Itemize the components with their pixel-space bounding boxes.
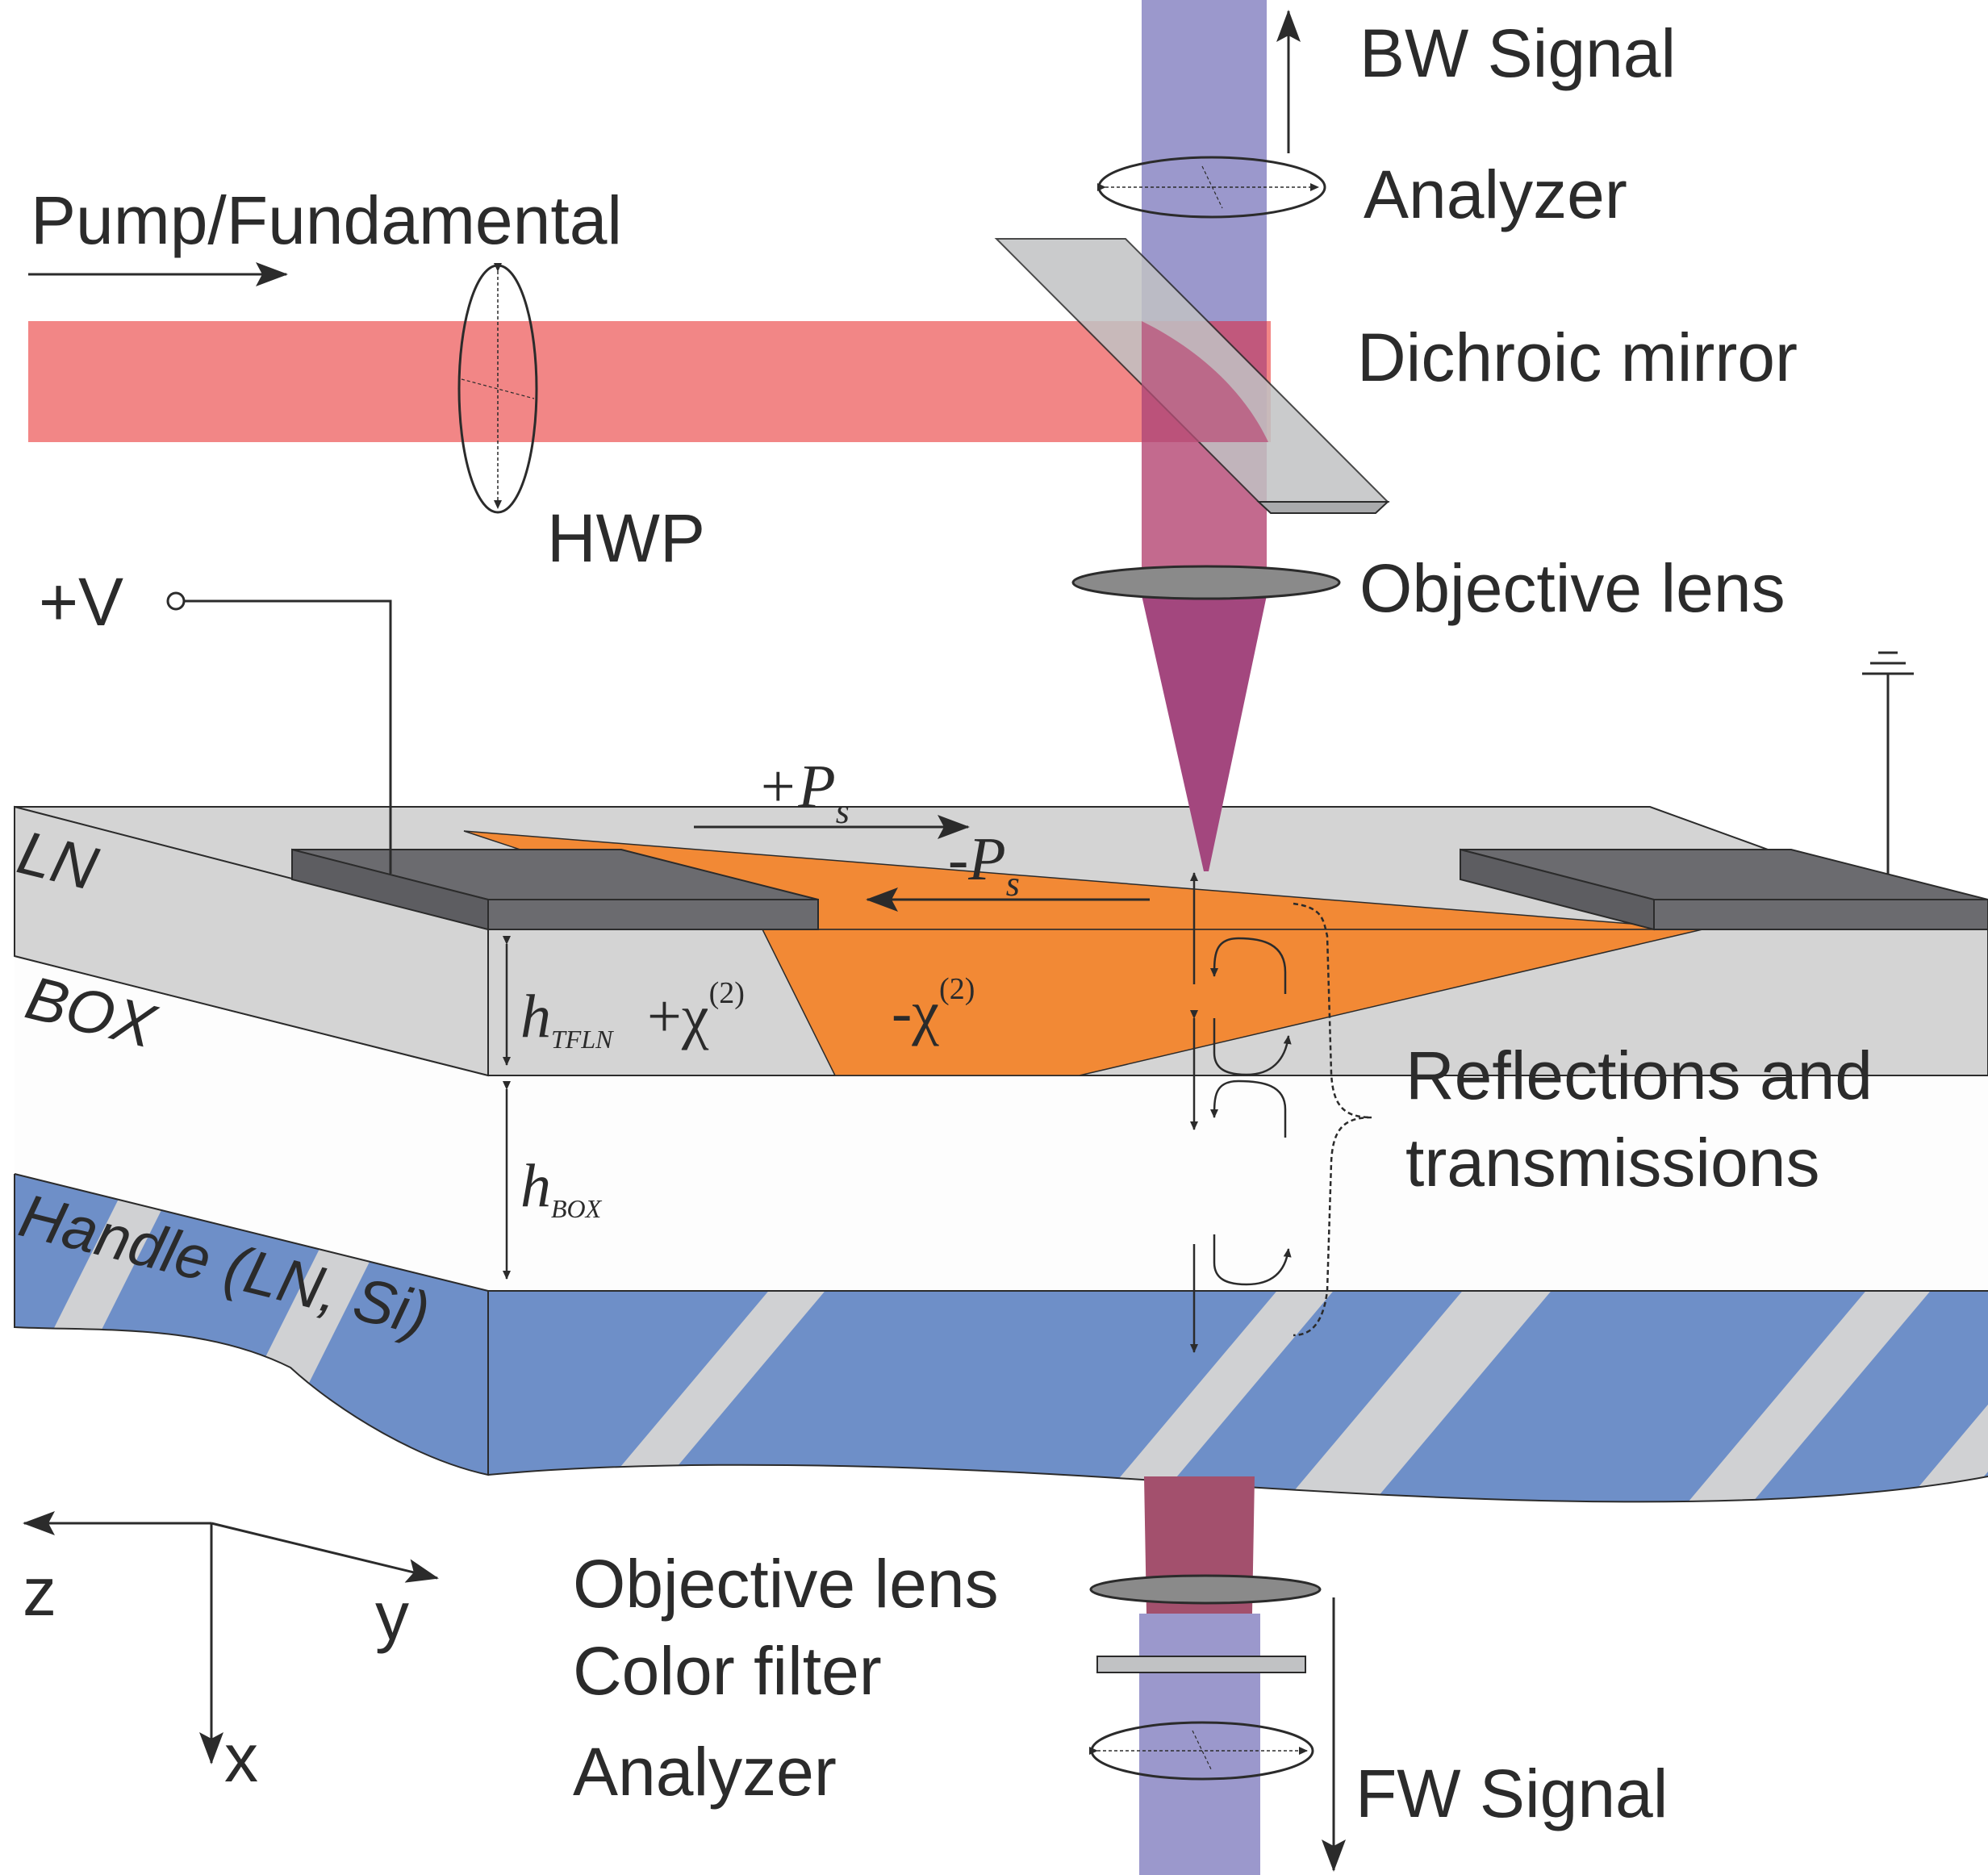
focused-beam [1142,595,1267,871]
handle-stripe [565,1226,879,1502]
handle-layer [14,1174,1988,1503]
axis-y-line [211,1522,439,1583]
dichroic-mirror-front [1256,501,1390,514]
reflections-brace [1293,902,1372,1337]
voltage-label: +V [39,564,123,640]
box-side [15,956,488,1291]
handle-stripes [32,1174,1988,1502]
hwp-element [457,263,538,514]
pump-label: Pump/Fundamental [31,182,622,258]
analyzer-bottom-element [1089,1721,1314,1781]
color-filter-label: Color filter [573,1633,882,1709]
voltage-circuit [166,591,392,874]
color-filter-element [1096,1656,1306,1673]
plus-ps-label: +Ps [757,753,850,831]
coordinate-axes [23,1511,439,1764]
objective-lens-top-element [1071,565,1341,600]
bw-signal-label: BW Signal [1359,15,1676,91]
mirror-reflection-patch [1142,321,1268,442]
right-electrode [1460,848,1988,931]
right-electrode-front [1653,899,1988,930]
objective-lens-bottom-label: Objective lens [573,1546,999,1622]
fw-signal-label: FW Signal [1355,1756,1668,1831]
box-front [488,1075,1988,1291]
voltage-terminal-icon [166,591,186,611]
hwp-label: HWP [547,500,705,576]
dichroic-mirror-label: Dichroic mirror [1357,319,1798,395]
handle-stripe [1073,1226,1388,1502]
dichroic-mirror [994,238,1390,514]
objective-lens-top-label: Objective lens [1359,550,1785,626]
handle-stripe [1259,1226,1606,1502]
reflections-label-line2: transmissions [1405,1125,1819,1201]
axis-x-label: x [224,1720,258,1796]
minus-ps-label: -Ps [948,825,1020,904]
fw-signal-beam [1139,1614,1260,1875]
handle-stripe [1880,1226,1988,1502]
axis-y-label: y [375,1578,409,1654]
voltage-wire [184,599,392,874]
analyzer-bottom-label: Analyzer [573,1734,837,1810]
box-side-bottom-edge [14,1173,489,1292]
left-electrode [291,848,819,931]
handle-base [15,1174,1988,1502]
h-tfln-label: hTFLN [520,983,614,1054]
objective-lens-bottom-element [1089,1574,1322,1605]
analyzer-top-element [1097,156,1326,219]
domain-front [761,929,1703,1076]
plus-chi-label: +χ(2) [647,976,745,1050]
ground-symbol-icon [1862,651,1914,874]
reflections-label-line1: Reflections and [1405,1038,1873,1113]
reflection-arrows [1190,872,1292,1353]
left-electrode-front [487,899,819,930]
axis-z-label: z [23,1554,56,1630]
minus-chi-label: -χ(2) [892,972,975,1046]
handle-stripe [1662,1226,1985,1502]
analyzer-top-label: Analyzer [1364,157,1627,232]
h-box-label: hBOX [520,1152,603,1223]
pump-beam [28,321,1271,442]
